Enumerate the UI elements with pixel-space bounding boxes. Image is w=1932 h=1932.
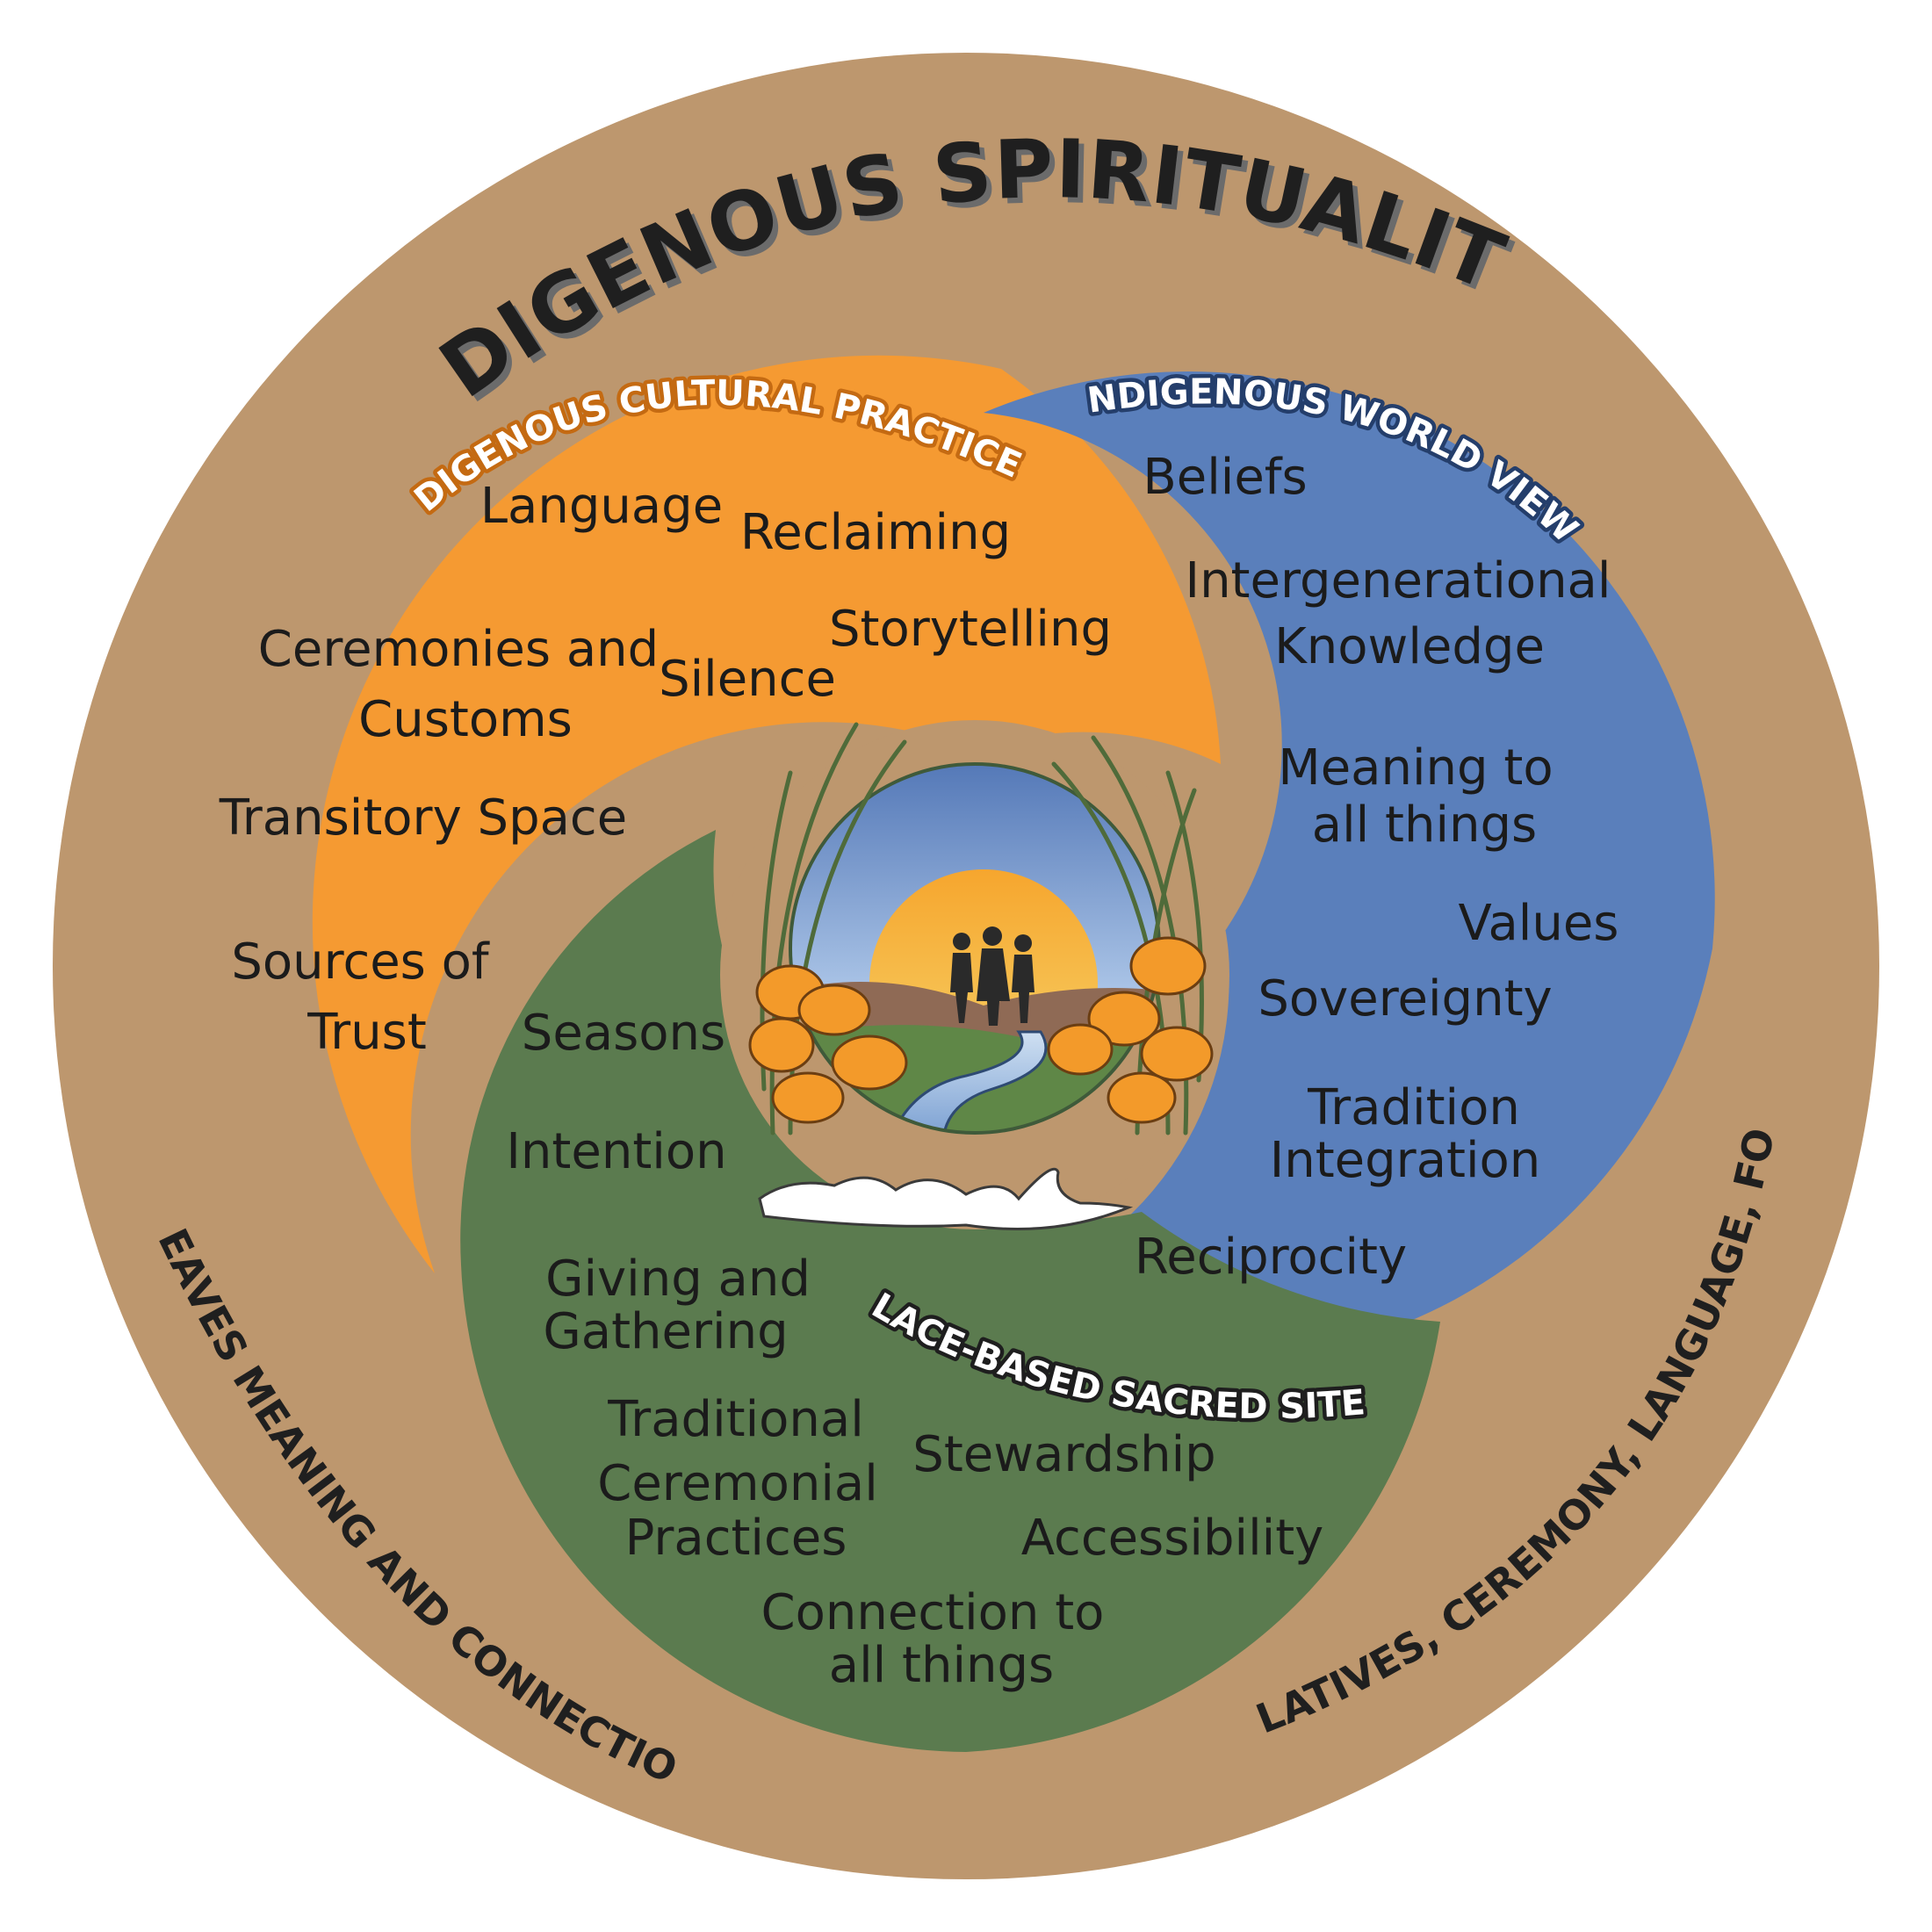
cultural-practices-section xyxy=(312,355,1221,1274)
item-beliefs: Beliefs xyxy=(1143,449,1307,506)
item-traditional-line1: Traditional xyxy=(607,1391,864,1448)
world-view-section xyxy=(970,371,1715,1361)
item-sources-line2: Trust xyxy=(306,1004,427,1061)
item-giving-line2: Gathering xyxy=(543,1303,788,1360)
item-ceremonies-line1: Ceremonies and xyxy=(258,621,659,678)
item-intergenerational-line2: Knowledge xyxy=(1274,618,1545,675)
item-transitory-space: Transitory Space xyxy=(219,789,627,847)
item-tradition-line1: Tradition xyxy=(1307,1079,1520,1136)
item-intergenerational-line1: Intergenerational xyxy=(1186,552,1611,609)
rapids-icon xyxy=(758,1167,1134,1230)
item-seasons: Seasons xyxy=(522,1005,725,1062)
item-traditional-line3: Practices xyxy=(625,1510,847,1567)
item-language: Language xyxy=(480,478,723,535)
poppy-icon xyxy=(748,936,1214,1124)
sacred-sites-items: Seasons Intention Giving and Gathering T… xyxy=(506,1005,1323,1694)
item-intention: Intention xyxy=(506,1123,726,1180)
item-values: Values xyxy=(1459,895,1619,952)
item-giving-line1: Giving and xyxy=(545,1251,811,1308)
item-meaning-line1: Meaning to xyxy=(1278,739,1553,797)
sacred-sites-section xyxy=(460,830,1440,1752)
item-storytelling: Storytelling xyxy=(829,601,1112,658)
item-reclaiming: Reclaiming xyxy=(740,504,1011,561)
cultural-practices-items: Language Reclaiming Ceremonies and Custo… xyxy=(219,478,1112,1061)
item-meaning-line2: all things xyxy=(1312,797,1537,854)
people-silhouette-icon xyxy=(950,926,1034,1026)
item-ceremonies-line2: Customs xyxy=(358,691,573,748)
item-tradition-line2: Integration xyxy=(1270,1132,1541,1189)
item-traditional-line2: Ceremonial xyxy=(597,1455,878,1512)
item-silence: Silence xyxy=(659,651,836,708)
item-connection-line1: Connection to xyxy=(761,1584,1105,1641)
item-sovereignty: Sovereignty xyxy=(1258,970,1552,1027)
item-connection-line2: all things xyxy=(829,1637,1054,1694)
item-sources-line1: Sources of xyxy=(231,934,490,991)
item-stewardship: Stewardship xyxy=(912,1426,1215,1483)
item-accessibility: Accessibility xyxy=(1021,1510,1324,1567)
world-view-items: Beliefs Intergenerational Knowledge Mean… xyxy=(1135,449,1619,1286)
item-reciprocity: Reciprocity xyxy=(1135,1229,1407,1286)
